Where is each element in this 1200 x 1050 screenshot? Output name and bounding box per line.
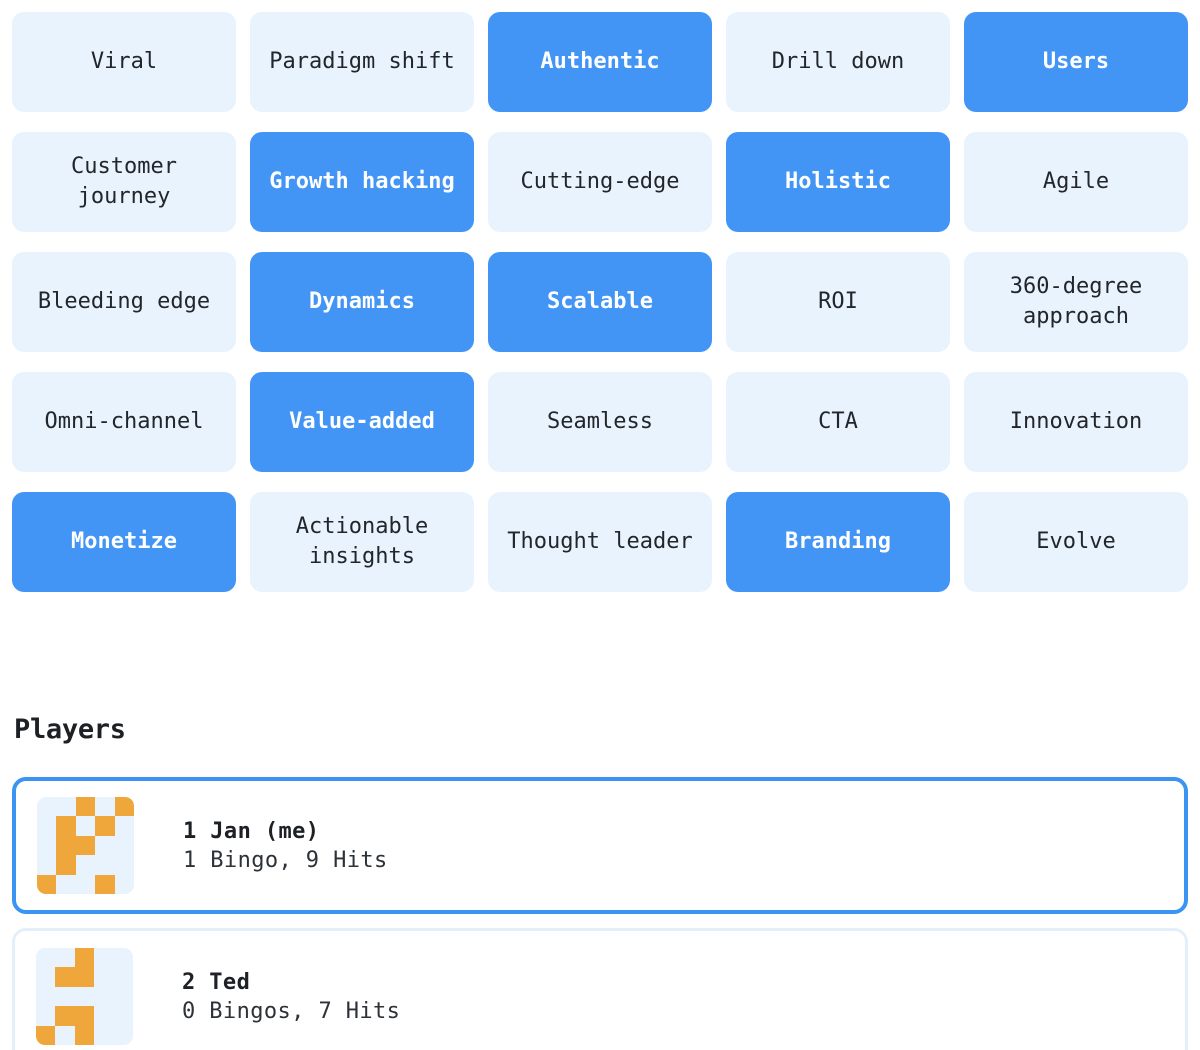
bingo-cell[interactable]: Dynamics <box>250 252 474 352</box>
bingo-cell[interactable]: Drill down <box>726 12 950 112</box>
mini-cell-hit <box>74 967 95 987</box>
mini-cell-hit <box>74 1025 95 1045</box>
mini-cell-hit <box>95 816 115 836</box>
player-list: 1 Jan (me) 1 Bingo, 9 Hits 2 Ted 0 Bingos, … <box>12 777 1188 1050</box>
mini-cell-empty <box>95 797 114 816</box>
mini-cell-empty <box>95 855 114 874</box>
player-info: 2 Ted 0 Bingos, 7 Hits <box>182 970 400 1024</box>
mini-cell-hit <box>55 967 75 987</box>
player-card[interactable]: 1 Jan (me) 1 Bingo, 9 Hits <box>12 777 1188 914</box>
bingo-cell[interactable]: CTA <box>726 372 950 472</box>
bingo-cell[interactable]: Growth hacking <box>250 132 474 232</box>
mini-cell-empty <box>37 797 56 816</box>
player-info: 1 Jan (me) 1 Bingo, 9 Hits <box>183 819 388 873</box>
mini-cell-empty <box>115 875 134 894</box>
mini-cell-empty <box>114 948 133 967</box>
mini-cell-empty <box>37 855 56 874</box>
mini-cell-hit <box>75 835 96 856</box>
mini-cell-empty <box>94 948 113 967</box>
bingo-cell[interactable]: Bleeding edge <box>12 252 236 352</box>
mini-cell-empty <box>115 836 134 855</box>
bingo-cell[interactable]: 360-degree approach <box>964 252 1188 352</box>
bingo-cell[interactable]: Customer journey <box>12 132 236 232</box>
bingo-cell[interactable]: Agile <box>964 132 1188 232</box>
mini-cell-hit <box>56 855 76 875</box>
bingo-cell[interactable]: Omni-channel <box>12 372 236 472</box>
mini-cell-empty <box>95 836 114 855</box>
mini-cell-empty <box>36 1006 55 1025</box>
mini-cell-empty <box>37 816 56 835</box>
mini-cell-empty <box>115 855 134 874</box>
bingo-cell[interactable]: Branding <box>726 492 950 592</box>
bingo-cell[interactable]: Thought leader <box>488 492 712 592</box>
mini-cell-empty <box>114 987 133 1006</box>
mini-cell-hit <box>56 835 76 856</box>
mini-cell-empty <box>36 987 55 1006</box>
bingo-cell[interactable]: Value-added <box>250 372 474 472</box>
player-card[interactable]: 2 Ted 0 Bingos, 7 Hits <box>12 928 1188 1050</box>
bingo-cell[interactable]: Viral <box>12 12 236 112</box>
player-score: 1 Bingo, 9 Hits <box>183 847 388 873</box>
mini-cell-empty <box>94 1026 113 1045</box>
bingo-cell[interactable]: Authentic <box>488 12 712 112</box>
mini-cell-empty <box>94 1006 113 1025</box>
mini-cell-empty <box>55 1026 74 1045</box>
mini-cell-empty <box>94 987 113 1006</box>
bingo-cell[interactable]: Innovation <box>964 372 1188 472</box>
mini-cell-empty <box>36 967 55 986</box>
mini-cell-hit <box>114 797 134 817</box>
bingo-cell[interactable]: Holistic <box>726 132 950 232</box>
bingo-cell[interactable]: Scalable <box>488 252 712 352</box>
player-name: 2 Ted <box>182 969 251 995</box>
player-mini-board <box>37 797 134 894</box>
mini-cell-empty <box>76 816 95 835</box>
mini-cell-empty <box>55 987 74 1006</box>
mini-cell-hit <box>37 874 57 894</box>
mini-cell-empty <box>94 967 113 986</box>
mini-cell-hit <box>74 948 95 968</box>
mini-cell-hit <box>36 1025 56 1045</box>
bingo-cell[interactable]: Monetize <box>12 492 236 592</box>
mini-cell-hit <box>55 1006 75 1026</box>
players-heading: Players <box>14 714 126 745</box>
bingo-cell[interactable]: ROI <box>726 252 950 352</box>
player-name: 1 Jan (me) <box>183 818 320 844</box>
mini-cell-empty <box>115 816 134 835</box>
mini-cell-empty <box>114 1006 133 1025</box>
bingo-cell[interactable]: Actionable insights <box>250 492 474 592</box>
player-score: 0 Bingos, 7 Hits <box>182 998 401 1024</box>
bingo-cell[interactable]: Seamless <box>488 372 712 472</box>
mini-cell-hit <box>74 1006 95 1026</box>
player-mini-board <box>36 948 133 1045</box>
mini-cell-empty <box>76 875 95 894</box>
mini-cell-empty <box>56 875 75 894</box>
bingo-cell[interactable]: Evolve <box>964 492 1188 592</box>
mini-cell-empty <box>37 836 56 855</box>
mini-cell-empty <box>36 948 55 967</box>
mini-cell-empty <box>114 1026 133 1045</box>
mini-cell-empty <box>75 987 94 1006</box>
mini-cell-empty <box>114 967 133 986</box>
mini-cell-empty <box>56 797 75 816</box>
mini-cell-hit <box>95 874 115 894</box>
bingo-cell[interactable]: Users <box>964 12 1188 112</box>
mini-cell-empty <box>76 855 95 874</box>
bingo-cell[interactable]: Paradigm shift <box>250 12 474 112</box>
mini-cell-hit <box>56 816 76 836</box>
mini-cell-hit <box>75 797 96 817</box>
bingo-cell[interactable]: Cutting-edge <box>488 132 712 232</box>
mini-cell-empty <box>55 948 74 967</box>
